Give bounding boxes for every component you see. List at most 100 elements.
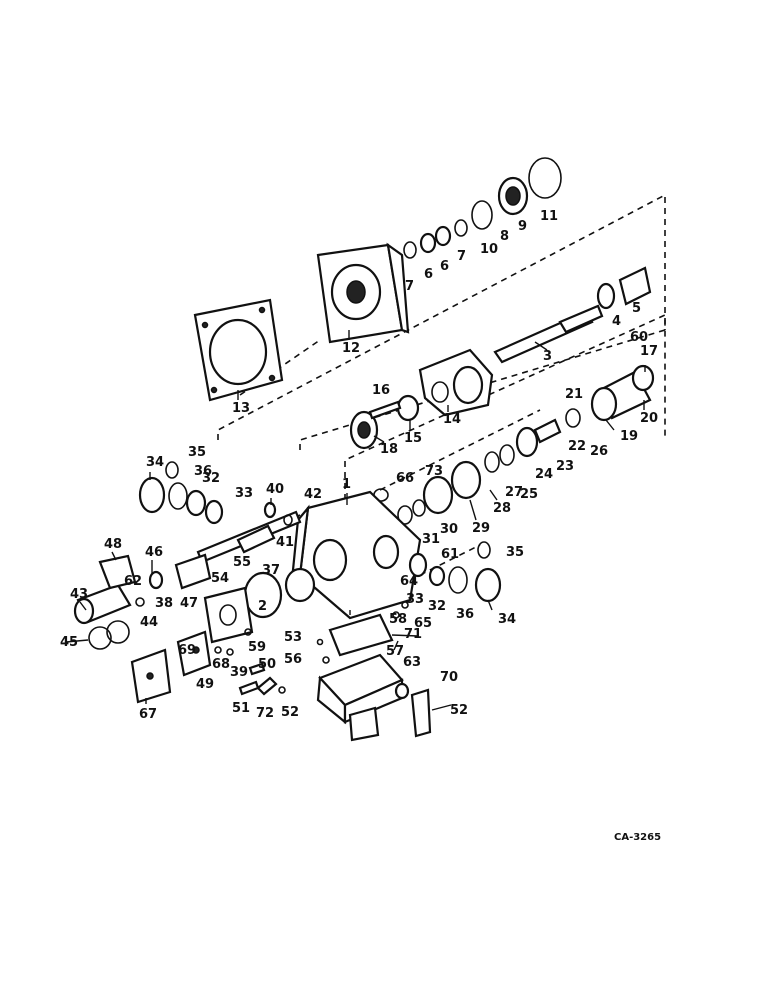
callout-50: 50 — [258, 657, 276, 672]
callout-24: 24 — [535, 467, 553, 482]
callout-59: 59 — [248, 640, 266, 655]
callout-72: 72 — [256, 706, 274, 721]
shift-shaft-part — [148, 501, 302, 590]
callout-47: 47 — [180, 596, 198, 611]
callout-labels: 1 2 3 4 5 6 6 7 7 8 9 10 11 12 13 14 15 … — [60, 209, 658, 722]
callout-65: 65 — [414, 616, 432, 631]
callout-67: 67 — [139, 707, 157, 722]
callout-53: 53 — [284, 630, 302, 645]
callout-18: 18 — [380, 442, 398, 457]
callout-73: 73 — [425, 464, 443, 479]
callout-14: 14 — [443, 412, 461, 427]
ring-gear-part — [349, 394, 420, 450]
callout-55: 55 — [233, 555, 251, 570]
callout-34-right: 34 — [498, 612, 516, 627]
small-hardware-group — [214, 628, 330, 696]
callout-13: 13 — [232, 401, 250, 416]
callout-45: 45 — [60, 635, 78, 650]
bearing-cage-part — [316, 242, 410, 344]
leader-lines — [65, 330, 646, 711]
callout-39: 39 — [230, 665, 248, 680]
callout-30: 30 — [440, 522, 458, 537]
callout-21: 21 — [565, 387, 583, 402]
callout-70: 70 — [440, 670, 458, 685]
callout-41: 41 — [276, 535, 294, 550]
callout-5: 5 — [632, 301, 641, 316]
callout-28: 28 — [493, 501, 511, 516]
callout-1: 1 — [342, 477, 351, 492]
callout-54: 54 — [211, 571, 229, 586]
callout-57: 57 — [386, 644, 404, 659]
callout-52-right: 52 — [450, 703, 468, 718]
callout-19: 19 — [620, 429, 638, 444]
callout-33-right: 33 — [406, 592, 424, 607]
callout-56: 56 — [284, 652, 302, 667]
callout-62: 62 — [124, 574, 142, 589]
callout-4: 4 — [612, 314, 621, 329]
callout-34-left: 34 — [146, 455, 164, 470]
callout-66: 66 — [396, 471, 414, 486]
hydraulic-pump-group — [130, 571, 283, 704]
differential-carrier-part — [418, 348, 494, 417]
callout-7a: 7 — [405, 279, 414, 294]
callout-49: 49 — [196, 677, 214, 692]
callout-10: 10 — [480, 242, 498, 257]
callout-25: 25 — [520, 487, 538, 502]
callout-36-right: 36 — [456, 607, 474, 622]
callout-71: 71 — [404, 627, 422, 642]
callout-52-left: 52 — [281, 705, 299, 720]
callout-51: 51 — [232, 701, 250, 716]
lever-group — [394, 682, 432, 738]
callout-40: 40 — [266, 482, 284, 497]
callout-6a: 6 — [424, 267, 433, 282]
callout-38: 38 — [155, 596, 173, 611]
callout-32-left: 32 — [202, 471, 220, 486]
callout-31: 31 — [422, 532, 440, 547]
callout-7b: 7 — [457, 249, 466, 264]
callout-42: 42 — [304, 487, 322, 502]
callout-23: 23 — [556, 459, 574, 474]
callout-22: 22 — [568, 439, 586, 454]
callout-20: 20 — [640, 411, 658, 426]
gasket-part — [193, 298, 284, 402]
callout-60: 60 — [630, 330, 648, 345]
callout-36-left: 36 — [194, 464, 212, 479]
callout-48: 48 — [104, 537, 122, 552]
callout-35-right: 35 — [506, 545, 524, 560]
callout-11: 11 — [540, 209, 558, 224]
callout-29: 29 — [472, 521, 490, 536]
callout-37: 37 — [262, 563, 280, 578]
right-hub-group — [408, 541, 502, 603]
callout-58: 58 — [389, 612, 407, 627]
callout-3: 3 — [543, 349, 552, 364]
callout-26: 26 — [590, 444, 608, 459]
callout-61: 61 — [441, 547, 459, 562]
callout-15: 15 — [404, 431, 422, 446]
callout-68: 68 — [212, 657, 230, 672]
callout-46: 46 — [145, 545, 163, 560]
callout-64: 64 — [400, 574, 418, 589]
valve-body-group — [316, 601, 409, 742]
right-bearing-stack — [373, 364, 655, 525]
drawing-number: CA-3265 — [614, 832, 661, 843]
callout-16: 16 — [372, 383, 390, 398]
callout-43: 43 — [70, 587, 88, 602]
seal-rings-group — [403, 157, 562, 259]
callout-63: 63 — [403, 655, 421, 670]
callout-2: 2 — [258, 599, 267, 614]
pinion-shaft-part — [493, 266, 652, 364]
hydraulic-cylinder-part — [73, 554, 145, 650]
callout-27: 27 — [505, 485, 523, 500]
callout-33-left: 33 — [235, 486, 253, 501]
callout-8: 8 — [500, 229, 509, 244]
callout-6b: 6 — [440, 259, 449, 274]
callout-35-left: 35 — [188, 445, 206, 460]
callout-9: 9 — [518, 219, 527, 234]
callout-69: 69 — [178, 643, 196, 658]
left-hub-group — [138, 461, 224, 525]
callout-44: 44 — [140, 615, 158, 630]
callout-12: 12 — [342, 341, 360, 356]
transmission-case-part — [284, 490, 422, 620]
callout-32-right: 32 — [428, 599, 446, 614]
